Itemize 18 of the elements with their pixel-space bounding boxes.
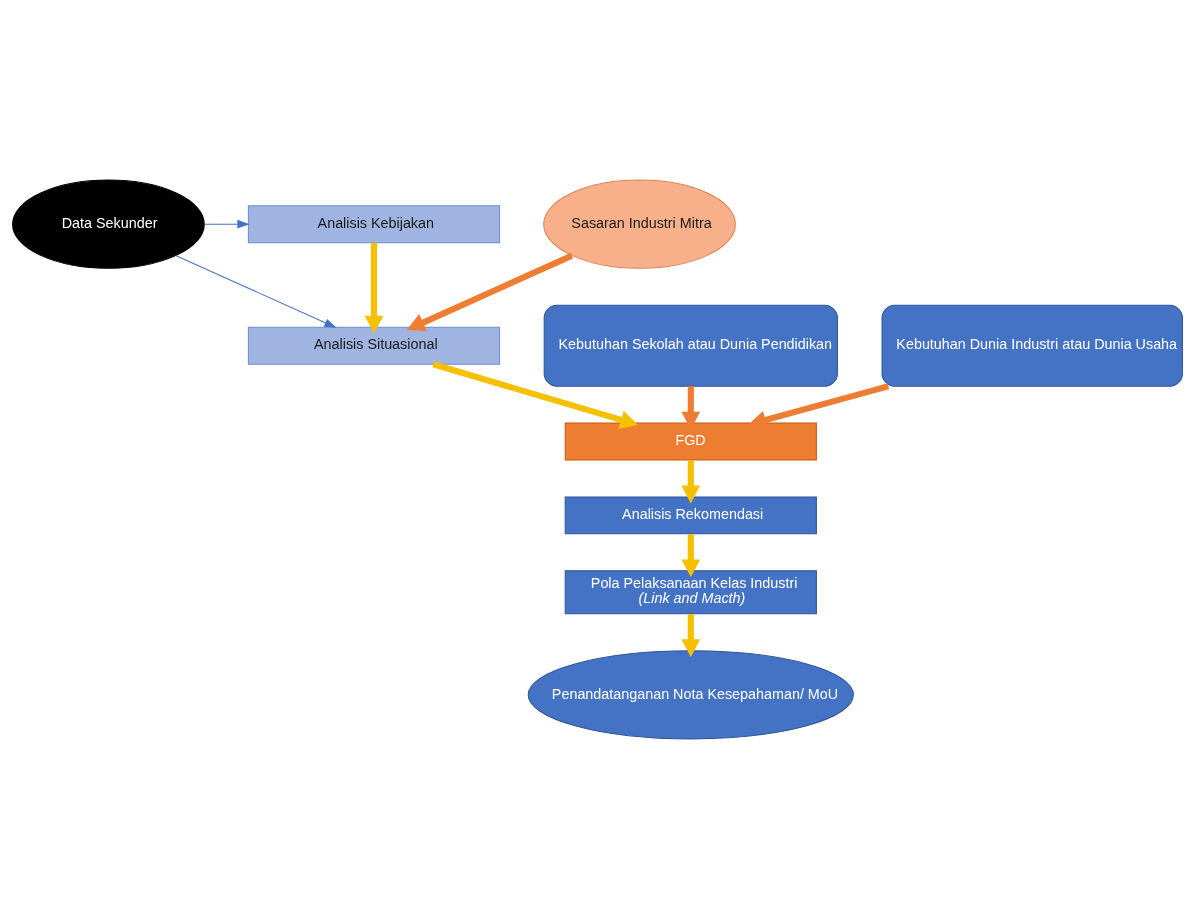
arrow xyxy=(432,360,639,429)
node-ellipse: Sasaran Industri Mitra xyxy=(543,179,736,269)
node-ellipse: Data Sekunder xyxy=(12,179,205,269)
node-box: Kebutuhan Dunia Industri atau Dunia Usaha xyxy=(881,304,1183,387)
node-box: Kebutuhan Sekolah atau Dunia Pendidikan xyxy=(543,304,838,387)
arrow xyxy=(681,613,701,657)
node-box: Analisis Situasional xyxy=(247,326,501,365)
arrow xyxy=(681,459,701,503)
arrow xyxy=(175,254,337,328)
arrow xyxy=(364,242,384,334)
node-ellipse: Penandatanganan Nota Kesepahaman/ MoU xyxy=(527,649,854,739)
node-box: FGD xyxy=(564,422,817,461)
node-box: Analisis Rekomendasi xyxy=(564,495,817,534)
arrow xyxy=(406,252,574,331)
arrow xyxy=(203,219,250,228)
node-box: Analisis Kebijakan xyxy=(247,204,501,243)
node-box: Pola Pelaksanaan Kelas Industri (Link and Macth) xyxy=(564,569,817,614)
arrow xyxy=(681,533,701,577)
